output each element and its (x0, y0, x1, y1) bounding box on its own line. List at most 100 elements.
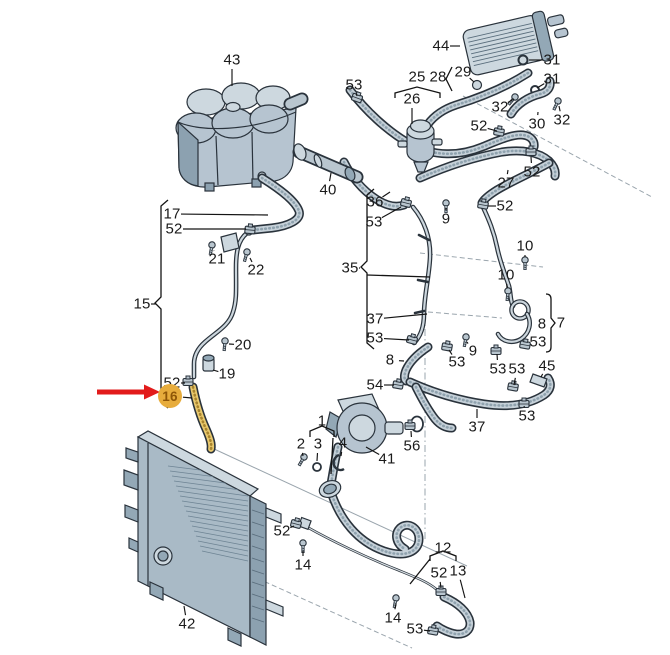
leader-line-31 (536, 83, 545, 89)
leader-line-41 (365, 446, 380, 456)
radiator (123, 430, 284, 647)
part-label-43[interactable]: 43 (223, 51, 241, 69)
part-label-20[interactable]: 20 (234, 336, 252, 354)
leader-line-22 (249, 257, 253, 263)
part-label-17[interactable]: 17 (163, 205, 181, 223)
leader-line-4 (340, 451, 343, 457)
leader-line-42 (183, 605, 187, 616)
part-label-52[interactable]: 52 (470, 117, 488, 135)
coolant-pipes (191, 204, 532, 591)
part-label-53[interactable]: 53 (366, 329, 384, 347)
part-label-52[interactable]: 52 (165, 220, 183, 238)
part-label-31[interactable]: 31 (543, 70, 561, 88)
part-label-25[interactable]: 25 (408, 68, 426, 86)
part-label-53[interactable]: 53 (365, 213, 383, 231)
part-label-7[interactable]: 7 (556, 314, 566, 332)
part-label-53[interactable]: 53 (518, 407, 536, 425)
part-label-10[interactable]: 10 (516, 237, 534, 255)
part-label-32[interactable]: 32 (491, 98, 509, 116)
part-label-28[interactable]: 28 (429, 68, 447, 86)
aux-water-pump (397, 119, 443, 173)
part-label-36[interactable]: 36 (366, 193, 384, 211)
water-pump (325, 393, 424, 454)
expansion-tank (175, 82, 309, 192)
part-label-15[interactable]: 15 (133, 295, 151, 313)
part-label-10[interactable]: 10 (497, 266, 515, 284)
leader-line-19 (212, 369, 219, 373)
part-label-35[interactable]: 35 (341, 259, 359, 277)
part-label-16-highlighted[interactable]: 16 (158, 384, 182, 408)
highlighted-hose-16 (193, 387, 211, 449)
leader-line-40 (328, 172, 332, 182)
part-label-53[interactable]: 53 (345, 76, 363, 94)
part-label-14[interactable]: 14 (294, 556, 312, 574)
part-label-26[interactable]: 26 (403, 90, 421, 108)
leader-line-53 (448, 349, 453, 355)
thermostat-outlet-group (312, 453, 345, 499)
water-pipe-40 (292, 143, 364, 184)
leader-line-53 (383, 337, 410, 341)
part-label-52[interactable]: 52 (430, 564, 448, 582)
part-label-37[interactable]: 37 (468, 418, 486, 436)
leader-line-17 (180, 213, 269, 216)
part-label-52[interactable]: 52 (496, 197, 514, 215)
arrow-head (144, 384, 160, 400)
part-label-52[interactable]: 52 (273, 522, 291, 540)
part-label-31[interactable]: 31 (543, 51, 561, 69)
part-label-30[interactable]: 30 (528, 115, 546, 133)
part-label-9[interactable]: 9 (468, 342, 478, 360)
part-label-4[interactable]: 4 (338, 434, 348, 452)
leader-line-32 (558, 105, 561, 112)
part-label-44[interactable]: 44 (432, 37, 450, 55)
part-label-1[interactable]: 1 (317, 412, 327, 430)
part-label-54[interactable]: 54 (366, 376, 384, 394)
part-label-56[interactable]: 56 (403, 437, 421, 455)
part-label-52[interactable]: 52 (523, 163, 541, 181)
leader-line-29 (469, 77, 475, 83)
part-label-32[interactable]: 32 (553, 111, 571, 129)
part-label-12[interactable]: 12 (434, 539, 452, 557)
leader-line-13 (459, 579, 466, 599)
part-label-53[interactable]: 53 (529, 333, 547, 351)
leader-line-53 (513, 377, 516, 386)
leader-line-45 (540, 373, 544, 378)
part-label-53[interactable]: 53 (448, 353, 466, 371)
part-label-53[interactable]: 53 (489, 360, 507, 378)
part-label-41[interactable]: 41 (378, 450, 396, 468)
part-label-22[interactable]: 22 (247, 261, 265, 279)
part-label-40[interactable]: 40 (319, 181, 337, 199)
leader-line-14 (394, 603, 397, 610)
part-label-45[interactable]: 45 (538, 357, 556, 375)
leader-line-16 (182, 396, 193, 399)
part-label-2[interactable]: 2 (296, 435, 306, 453)
part-label-19[interactable]: 19 (218, 365, 236, 383)
leader-line-53 (381, 206, 402, 219)
part-label-42[interactable]: 42 (178, 615, 196, 633)
leader-line-53 (355, 93, 358, 97)
part-label-8[interactable]: 8 (537, 315, 547, 333)
leader-line-9 (466, 341, 469, 344)
part-label-9[interactable]: 9 (441, 210, 451, 228)
leader-line-52 (487, 127, 498, 132)
part-label-21[interactable]: 21 (208, 250, 226, 268)
leader-line-53 (423, 629, 431, 632)
part-label-29[interactable]: 29 (454, 63, 472, 81)
leader-line-37 (383, 313, 428, 319)
part-label-53[interactable]: 53 (508, 360, 526, 378)
part-label-53[interactable]: 53 (406, 620, 424, 638)
leader-line-52 (439, 581, 442, 589)
part-label-14[interactable]: 14 (384, 609, 402, 627)
leader-line-32 (507, 98, 515, 104)
part-label-13[interactable]: 13 (449, 562, 467, 580)
highlight-arrow (97, 384, 160, 400)
oil-cooler (462, 10, 569, 95)
part-label-3[interactable]: 3 (313, 435, 323, 453)
part-label-27[interactable]: 27 (497, 174, 515, 192)
part-label-8[interactable]: 8 (385, 351, 395, 369)
leader-line-2 (301, 452, 304, 457)
part-label-37[interactable]: 37 (366, 310, 384, 328)
leader-line-52 (290, 525, 295, 529)
arrow-shaft (97, 389, 144, 395)
